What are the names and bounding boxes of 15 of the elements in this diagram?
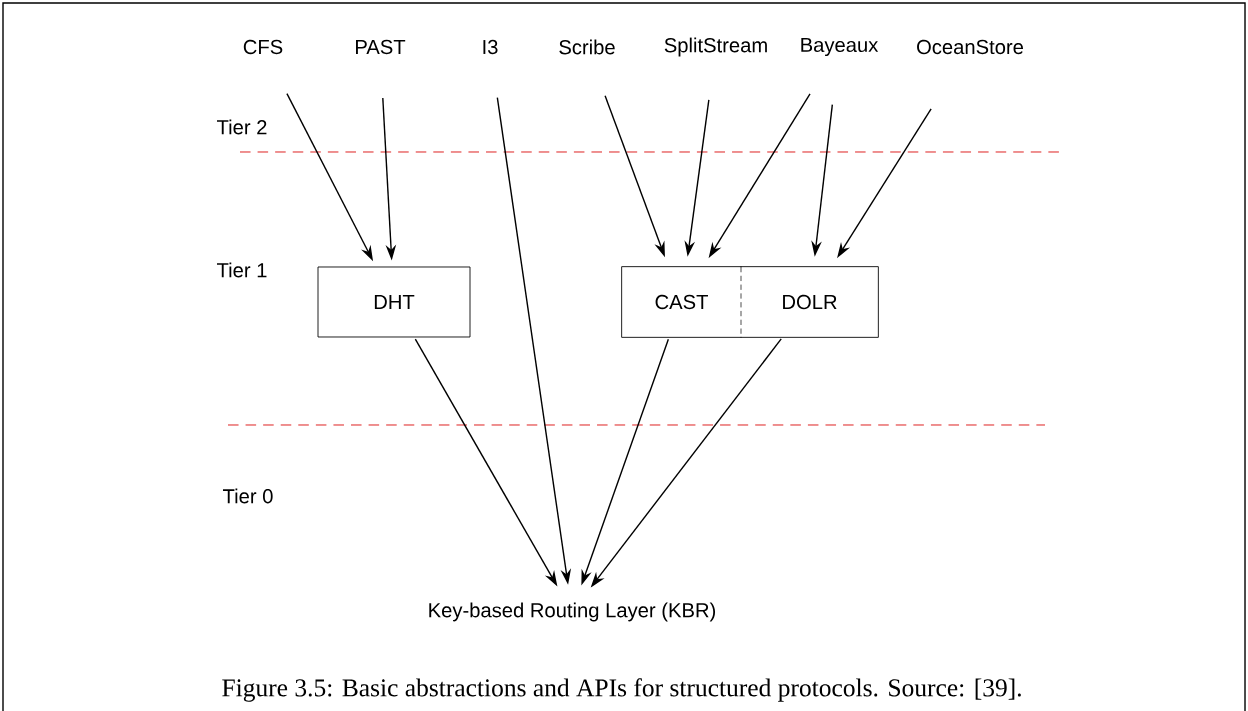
node-label: Key-based Routing Layer (KBR) bbox=[429, 602, 716, 622]
node-label: I3 bbox=[483, 39, 498, 55]
node-label: Scribe bbox=[559, 39, 615, 55]
node-label: SplitStream bbox=[664, 37, 767, 57]
component-box: CAST bbox=[621, 266, 742, 338]
tier-label: Tier 2 bbox=[217, 119, 267, 135]
component-box: DHT bbox=[317, 266, 471, 338]
node-label: Bayeaux bbox=[801, 37, 879, 57]
caption: Figure 3.5: Basic abstractions and APIs for structured protocols. Source: [39]. bbox=[222, 678, 1021, 702]
node-label: CFS bbox=[243, 39, 283, 55]
tier-label: Tier 0 bbox=[223, 488, 273, 504]
node-label: OceanStore bbox=[917, 39, 1023, 55]
tier-label: Tier 1 bbox=[217, 262, 267, 278]
component-box: DOLR bbox=[740, 266, 879, 338]
node-label: PAST bbox=[356, 39, 406, 55]
